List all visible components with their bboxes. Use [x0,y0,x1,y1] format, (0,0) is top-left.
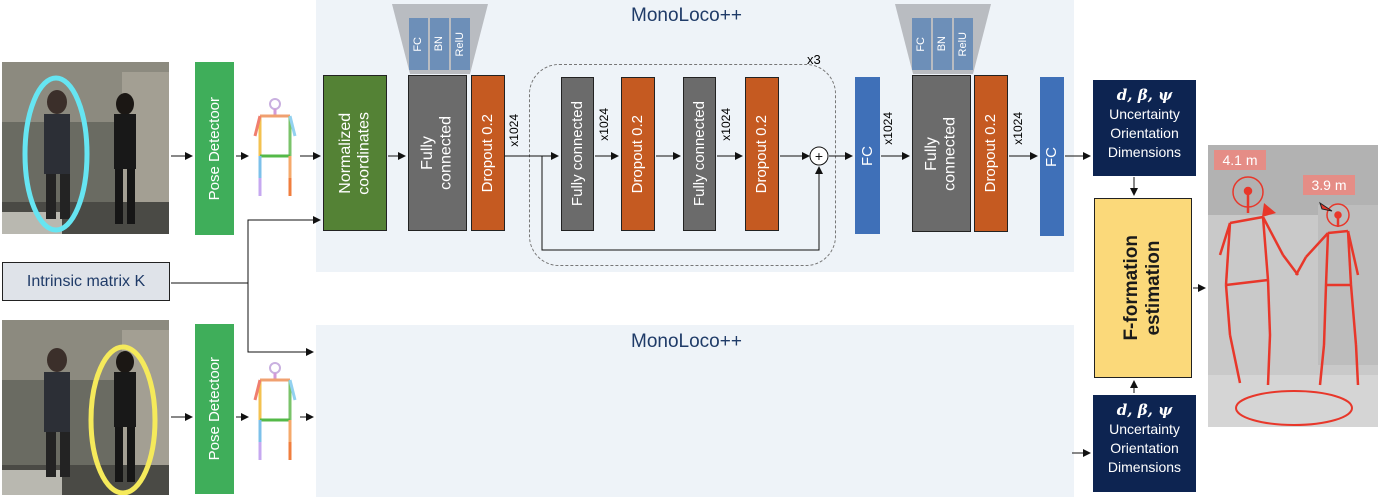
dropout-block-2: Dropout 0.2 [974,75,1008,232]
monoloco-bottom-title: MonoLoco++ [631,331,742,352]
output-uncertainty-top: Uncertainty [1109,106,1180,122]
f-formation-block: F-formation estimation [1094,198,1192,378]
residual-repeat-region [529,64,836,266]
distance-right-label: 3.9 m [1311,177,1346,193]
input-image-top [2,62,169,234]
intrinsic-matrix-label: Intrinsic matrix K [26,272,146,290]
repeat-count-label: x3 [807,52,821,67]
input-image-bottom [2,320,169,495]
dropout-label-1: Dropout 0.2 [479,113,497,193]
dropout-inner-label-1: Dropout 0.2 [629,114,647,194]
skeleton-icon-top [253,98,297,196]
output-box-bottom: d, β, ψ Uncertainty Orientation Dimensio… [1093,395,1196,492]
fully-connected-label-1: Fully connected [419,116,455,190]
tag-relu-2: RelU [954,18,973,70]
result-image: 4.1 m 3.9 m [1208,145,1378,427]
dropout-inner-block-1: Dropout 0.2 [621,77,655,231]
dropout-inner-block-2: Dropout 0.2 [745,77,779,231]
dim-label-2: x1024 [597,108,611,141]
output-box-top: d, β, ψ Uncertainty Orientation Dimensio… [1093,80,1196,176]
dropout-inner-label-2: Dropout 0.2 [753,114,771,194]
skeleton-icon-bottom [253,362,297,460]
fc-blue-label-2: FC [1043,146,1061,167]
distance-badge-right [1303,175,1355,195]
tag-bn-2: BN [933,18,952,70]
fc-blue-label-1: FC [858,145,876,166]
tag-bn-1: BN [430,18,449,70]
dim-label-5: x1024 [1011,112,1025,145]
tag-relu-1: RelU [451,18,470,70]
output-dimensions-bottom: Dimensions [1107,459,1182,475]
monoloco-top-title: MonoLoco++ [631,5,742,26]
fc-blue-block-2: FC [1040,77,1064,236]
fully-connected-inner-label-1: Fully connected [568,101,586,207]
pose-detector-top: Pose Detectoor [195,62,234,235]
fully-connected-block-1: Fully connected [408,75,467,231]
output-orientation-bottom: Orientation [1110,440,1179,456]
dropout-block-1: Dropout 0.2 [471,75,505,231]
fully-connected-label-2: Fully connected [923,116,959,191]
detection-ellipse-yellow [88,344,158,495]
distance-left-label: 4.1 m [1222,152,1257,168]
output-symbols-top: d, β, ψ [1116,86,1173,104]
dim-label-4: x1024 [881,112,895,145]
monoloco-bottom-panel [316,325,1074,497]
pose-detector-top-label: Pose Detectoor [205,96,223,201]
fully-connected-block-2: Fully connected [912,75,971,232]
output-symbols-bottom: d, β, ψ [1116,401,1173,419]
output-orientation-top: Orientation [1110,125,1179,141]
normalized-coordinates-label: Normalized coordinates [336,111,372,195]
fully-connected-inner-block-2: Fully connected [683,77,716,231]
tag-fc-1: FC [409,18,428,70]
tag-fc-2: FC [912,18,931,70]
output-dimensions-top: Dimensions [1107,144,1182,160]
detection-ellipse-cyan [22,75,90,233]
dim-label-3: x1024 [719,108,733,141]
fully-connected-inner-label-2: Fully connected [690,101,708,207]
fully-connected-inner-block-1: Fully connected [561,77,594,231]
dropout-label-2: Dropout 0.2 [982,114,1000,193]
intrinsic-matrix-box: Intrinsic matrix K [2,262,170,301]
normalized-coordinates-block: Normalized coordinates [323,75,387,231]
fc-blue-block-1: FC [855,77,880,234]
distance-badge-left [1214,150,1266,170]
f-formation-label: F-formation estimation [1121,235,1164,341]
pose-detector-bottom: Pose Detectoor [195,324,234,494]
output-uncertainty-bottom: Uncertainty [1109,421,1180,437]
dim-label-1: x1024 [507,114,521,147]
pose-detector-bottom-label: Pose Detectoor [205,357,223,461]
